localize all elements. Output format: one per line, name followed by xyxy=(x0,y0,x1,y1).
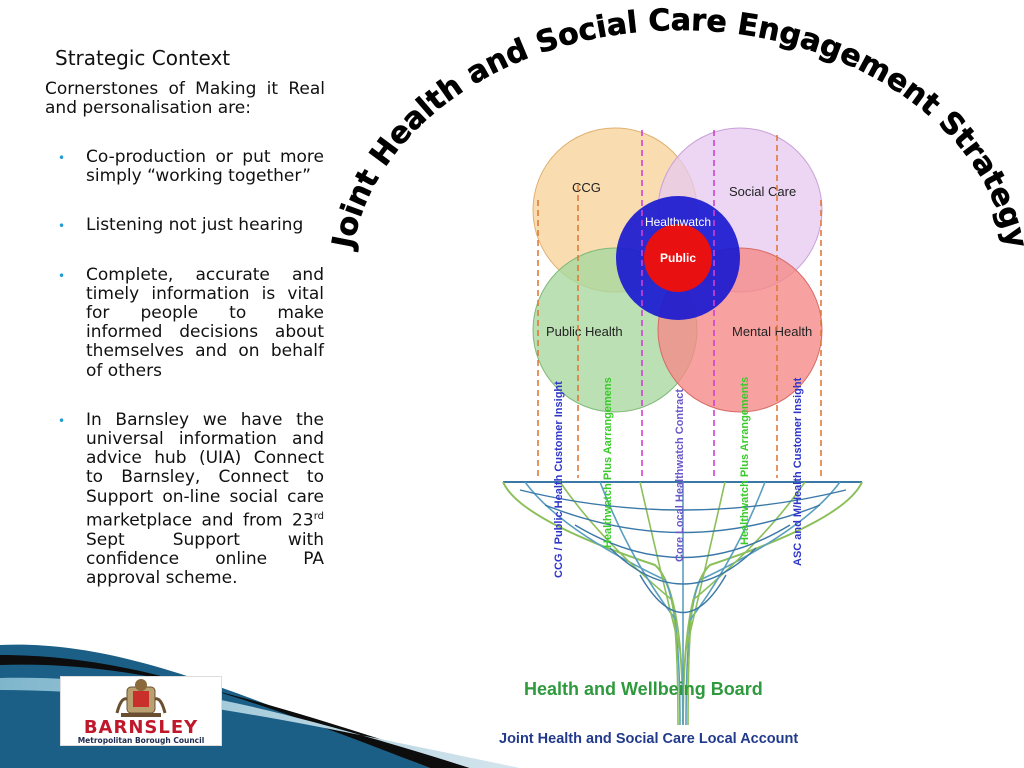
public-label: Public xyxy=(660,251,696,265)
board-label: Health and Wellbeing Board xyxy=(524,679,763,699)
intro-text: Cornerstones of Making it Real and perso… xyxy=(45,79,325,118)
barnsley-logo: BARNSLEY Metropolitan Borough Council xyxy=(60,676,222,746)
mental-health-label: Mental Health xyxy=(732,324,812,339)
bullet-item: • Complete, accurate and timely informati… xyxy=(58,264,324,381)
bullet-item: • Listening not just hearing xyxy=(58,216,324,235)
social-care-label: Social Care xyxy=(729,184,796,199)
core-contract-label: Core Local Healthwatch Contract xyxy=(674,389,686,562)
asc-customer-insight-label: ASC and M/Health Customer Insight xyxy=(792,377,804,566)
bullet-dot-icon: • xyxy=(58,413,66,428)
account-label: Joint Health and Social Care Local Accou… xyxy=(499,731,799,747)
bullet-dot-icon: • xyxy=(58,151,66,165)
healthwatch-label: Healthwatch xyxy=(645,215,711,229)
healthwatch-plus-left-label: Healthwatch Plus Aarrangemens xyxy=(602,377,614,548)
bullet-text: Co-production or put more simply “workin… xyxy=(86,147,324,187)
bullet-text: Complete, accurate and timely informatio… xyxy=(86,264,324,381)
slide-title: Strategic Context xyxy=(55,46,231,70)
bullet-item: • Co-production or put more simply “worki… xyxy=(58,147,324,187)
ccg-customer-insight-label: CCG / Public Health Customer Insight xyxy=(553,381,565,578)
bullet-text-start: In Barnsley we have the universal inform… xyxy=(86,409,324,531)
bullet-text-end: Sept Support with confidence online PA a… xyxy=(86,529,324,589)
bullet-text: Listening not just hearing xyxy=(86,215,304,236)
logo-wordmark: BARNSLEY xyxy=(83,717,199,738)
bullet-list: • Co-production or put more simply “worki… xyxy=(58,147,324,618)
bullet-item: • In Barnsley we have the universal infor… xyxy=(58,409,324,589)
healthwatch-plus-right-label: Healthwatch Plus Arrangements xyxy=(739,377,751,545)
dashed-guides xyxy=(537,130,822,478)
funnel xyxy=(502,481,863,726)
crest-icon xyxy=(115,679,167,717)
logo-subtitle: Metropolitan Borough Council xyxy=(77,736,205,745)
public-circle xyxy=(644,224,712,292)
ccg-label: CCG xyxy=(572,180,601,195)
bullet-dot-icon: • xyxy=(58,219,66,234)
ordinal-suffix: rd xyxy=(313,510,324,522)
bullet-dot-icon: • xyxy=(58,268,66,283)
public-health-label: Public Health xyxy=(546,324,623,339)
